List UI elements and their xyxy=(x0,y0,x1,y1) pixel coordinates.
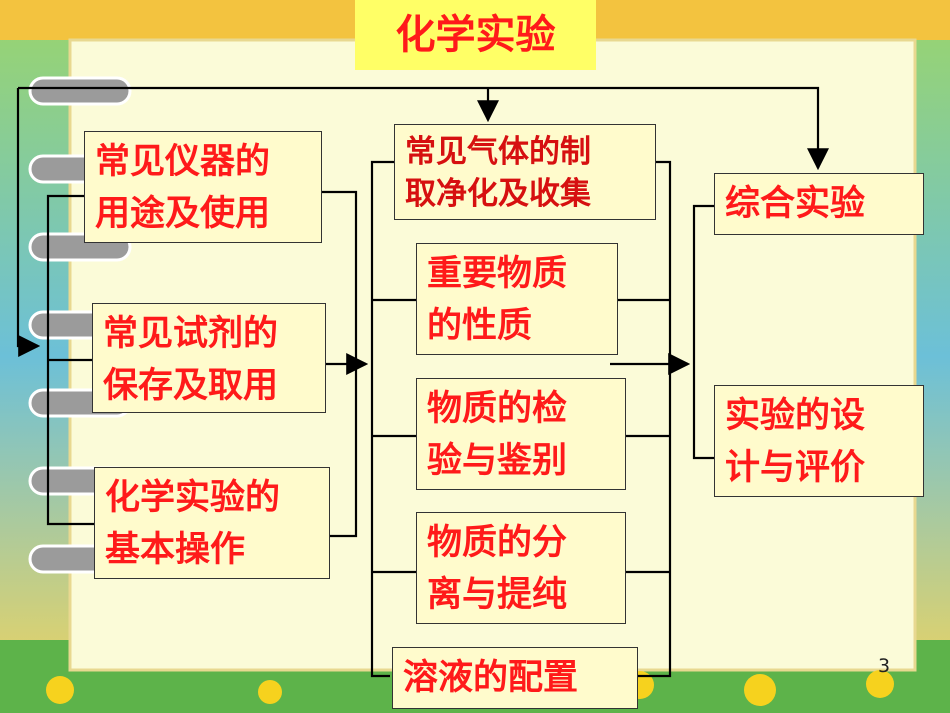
node-label-line2: 取净化及收集 xyxy=(405,176,591,212)
node-label-line2: 离与提纯 xyxy=(427,575,568,615)
node-label-line1: 综合实验 xyxy=(725,184,866,224)
node-gas-preparation: 常见气体的制 取净化及收集 xyxy=(394,124,656,220)
node-label-line1: 重要物质 xyxy=(427,254,568,294)
diagram-title: 化学实验 xyxy=(355,0,596,70)
node-label-line1: 物质的检 xyxy=(427,389,568,429)
node-label-line2: 保存及取用 xyxy=(103,366,279,406)
node-reagents: 常见试剂的 保存及取用 xyxy=(92,303,326,413)
node-label-line2: 用途及使用 xyxy=(95,194,271,234)
node-label-line1: 化学实验的 xyxy=(105,478,281,518)
node-label-line1: 溶液的配置 xyxy=(403,658,579,698)
node-label-line1: 常见仪器的 xyxy=(95,142,271,182)
node-label-line1: 常见气体的制 xyxy=(405,134,591,170)
node-comprehensive-experiment: 综合实验 xyxy=(714,173,924,235)
node-identification: 物质的检 验与鉴别 xyxy=(416,378,626,490)
node-label-line2: 计与评价 xyxy=(725,448,866,488)
node-separation: 物质的分 离与提纯 xyxy=(416,512,626,624)
node-label-line1: 实验的设 xyxy=(725,396,866,436)
node-label-line2: 的性质 xyxy=(427,306,533,346)
node-design-evaluation: 实验的设 计与评价 xyxy=(714,385,924,497)
node-substance-properties: 重要物质 的性质 xyxy=(416,243,618,355)
page-number: 3 xyxy=(878,655,891,677)
node-instruments: 常见仪器的 用途及使用 xyxy=(84,131,322,243)
node-solution-preparation: 溶液的配置 xyxy=(392,647,638,709)
node-basic-operations: 化学实验的 基本操作 xyxy=(94,467,330,579)
node-label-line1: 常见试剂的 xyxy=(103,314,279,354)
node-label-line2: 验与鉴别 xyxy=(427,441,568,481)
node-label-line2: 基本操作 xyxy=(105,530,246,570)
node-label-line1: 物质的分 xyxy=(427,523,568,563)
